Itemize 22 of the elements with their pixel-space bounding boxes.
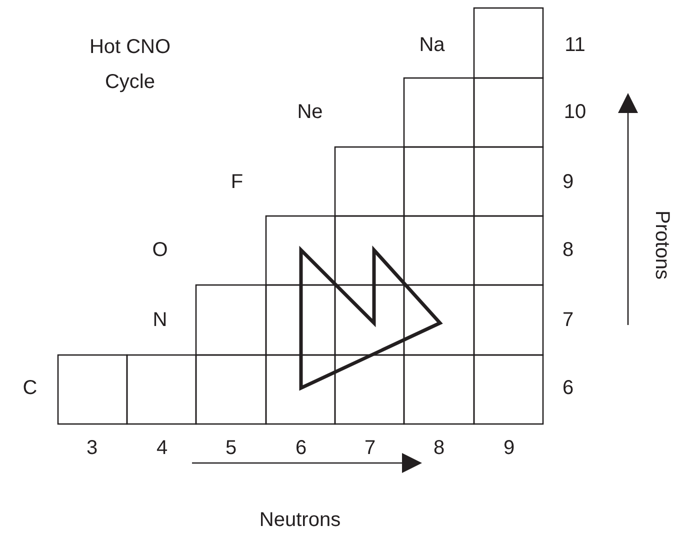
- proton-number: 8: [562, 238, 574, 262]
- element-symbol: F: [230, 170, 244, 194]
- neutron-number: 4: [156, 436, 168, 460]
- proton-number: 11: [564, 33, 586, 57]
- neutron-number: 8: [433, 436, 445, 460]
- axis-label: Protons: [650, 210, 674, 280]
- neutron-number: 9: [503, 436, 515, 460]
- element-symbol: O: [152, 238, 168, 262]
- element-symbol: Na: [419, 33, 445, 57]
- neutron-number: 3: [86, 436, 98, 460]
- proton-number: 9: [562, 170, 574, 194]
- neutron-number: 7: [364, 436, 376, 460]
- axis-label: Neutrons: [259, 508, 341, 532]
- proton-number: 6: [562, 376, 574, 400]
- neutron-number: 5: [225, 436, 237, 460]
- proton-number: 10: [564, 100, 586, 124]
- element-symbol: N: [152, 308, 168, 332]
- element-symbol: C: [22, 376, 38, 400]
- element-symbol: Ne: [297, 100, 323, 124]
- title: Hot CNO Cycle: [88, 35, 172, 95]
- neutron-number: 6: [295, 436, 307, 460]
- proton-number: 7: [562, 308, 574, 332]
